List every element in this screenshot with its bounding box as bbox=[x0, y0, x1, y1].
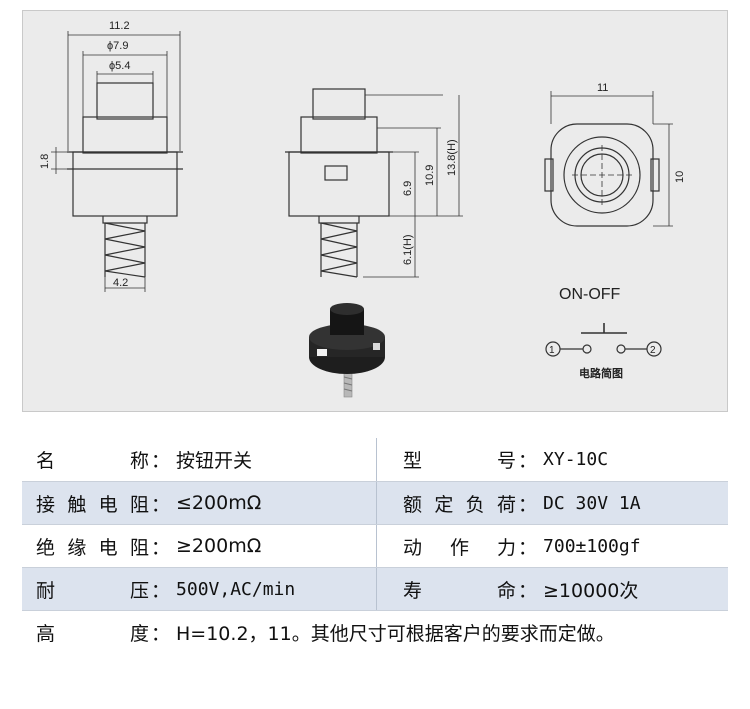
terminal-1-label: 1 bbox=[549, 345, 555, 356]
front-button-cap bbox=[96, 82, 154, 120]
spec-key: 绝缘电阻 bbox=[36, 536, 149, 559]
dim-dia-2: ϕ5.4 bbox=[109, 60, 130, 72]
spec-value: DC 30V 1A bbox=[543, 492, 641, 514]
spec-row: 名 称：按钮开关 型 号：XY-10C bbox=[22, 438, 728, 481]
spec-row: 接触电阻：≤200mΩ 额定负荷：DC 30V 1A bbox=[22, 481, 728, 524]
dim-h-total: 13.8(H) bbox=[446, 139, 458, 176]
spec-value: XY-10C bbox=[543, 449, 609, 470]
dim-dia-1: ϕ7.9 bbox=[107, 40, 128, 52]
dim-top-width: 11 bbox=[597, 82, 608, 94]
terminal-2-label: 2 bbox=[650, 345, 656, 356]
front-upper-body bbox=[82, 116, 168, 154]
spec-key: 接触电阻 bbox=[36, 493, 149, 516]
dim-h-mid: 10.9 bbox=[424, 165, 436, 186]
spec-value: ≥200mΩ bbox=[176, 535, 262, 557]
spec-key: 耐 压 bbox=[36, 579, 149, 602]
technical-drawing: 11.2 ϕ7.9 ϕ5.4 4.2 11 1.8 6.9 10.9 13.8(… bbox=[22, 10, 728, 412]
spec-value: 500V,AC/min bbox=[176, 578, 296, 600]
dim-h-spring: 6.1(H) bbox=[402, 234, 414, 265]
dim-width-overall: 11.2 bbox=[109, 20, 130, 32]
spec-value: 700±100gf bbox=[543, 535, 641, 557]
side-spring bbox=[320, 222, 358, 278]
spec-value: ≤200mΩ bbox=[176, 492, 262, 514]
terminal-2-circle bbox=[646, 341, 662, 357]
top-view-housing bbox=[550, 123, 654, 227]
dim-spring: 4.2 bbox=[113, 277, 128, 289]
circuit-title: ON-OFF bbox=[559, 286, 621, 303]
front-lower-body bbox=[72, 151, 178, 217]
side-lower-body bbox=[288, 151, 390, 217]
circuit-caption: 电路简图 bbox=[579, 366, 623, 380]
spec-key: 高 度 bbox=[36, 622, 149, 645]
spec-value: ≥10000次 bbox=[543, 579, 639, 602]
front-spring bbox=[104, 222, 146, 278]
spec-row: 绝缘电阻：≥200mΩ 动 作 力：700±100gf bbox=[22, 524, 728, 567]
spec-key: 额定负荷 bbox=[403, 493, 516, 516]
drawing-svg: 11.2 ϕ7.9 ϕ5.4 4.2 11 1.8 6.9 10.9 13.8(… bbox=[39, 20, 686, 398]
spec-row: 耐 压：500V,AC/min 寿 命：≥10000次 bbox=[22, 567, 728, 610]
spec-row-height: 高 度：H=10.2，11。其他尺寸可根据客户的要求而定做。 bbox=[22, 610, 728, 653]
dim-h-body: 6.9 bbox=[402, 181, 414, 196]
spec-key: 名 称 bbox=[36, 450, 149, 472]
spec-key: 动 作 力 bbox=[403, 536, 516, 559]
side-upper-body bbox=[300, 116, 378, 154]
dim-flange: 1.8 bbox=[39, 154, 51, 169]
spec-key: 寿 命 bbox=[403, 579, 516, 602]
spec-table: 名 称：按钮开关 型 号：XY-10C 接触电阻：≤200mΩ 额定负荷：DC … bbox=[22, 438, 728, 653]
side-button-cap bbox=[312, 88, 366, 120]
spec-value: H=10.2，11。其他尺寸可根据客户的要求而定做。 bbox=[176, 622, 615, 645]
spec-value: 按钮开关 bbox=[176, 450, 253, 472]
dim-top-height: 10 bbox=[674, 171, 686, 183]
product-photo bbox=[309, 303, 385, 398]
spec-key: 型 号 bbox=[403, 450, 516, 472]
top-view-outer-ring bbox=[563, 136, 641, 214]
